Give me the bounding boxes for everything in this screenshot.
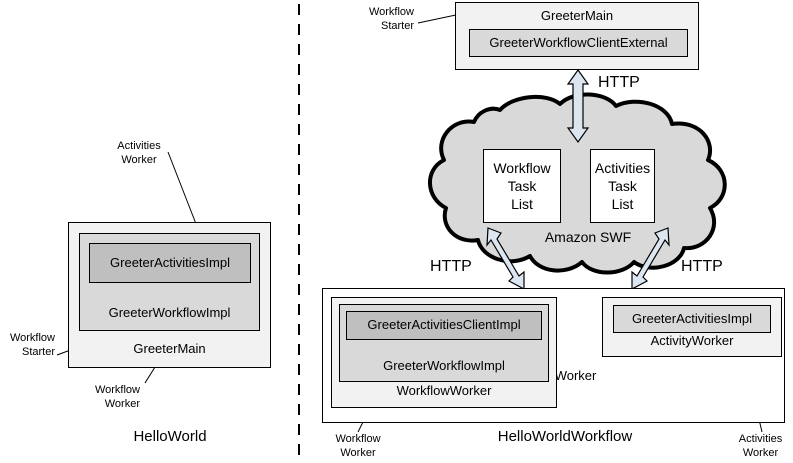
http-label-top: HTTP — [598, 74, 640, 91]
activities-task-list-line-1: Activities — [594, 159, 651, 176]
activities-task-list-line-2: Task — [608, 177, 637, 194]
left-greeterworkflowimpl-label: GreeterWorkflowImpl — [108, 305, 231, 321]
activities-task-list-line-3: List — [611, 196, 634, 213]
workflow-task-list-line-1: Workflow — [493, 159, 551, 176]
greeteractivitiesclientimpl-label: GreeterActivitiesClientImpl — [367, 317, 521, 333]
right-greeterworkflowimpl-label: GreeterWorkflowImpl — [383, 358, 505, 374]
callout-workflow-worker-right: Workflow Worker — [335, 433, 381, 459]
http-label-left: HTTP — [430, 258, 472, 275]
callout-workflow-starter-left: Workflow Starter — [9, 332, 55, 358]
right-greeteractivitiesimpl-label: GreeterActivitiesImpl — [632, 310, 752, 326]
callout-activities-worker-left: Activities Worker — [117, 140, 161, 166]
workflow-task-list-line-3: List — [511, 196, 533, 213]
activityworker-label: ActivityWorker — [650, 333, 734, 349]
left-greeteractivitiesimpl-box: GreeterActivitiesImpl — [89, 243, 251, 283]
right-greetermain-label: GreeterMain — [540, 8, 614, 23]
greeterworkflowclientexternal-box: GreeterWorkflowClientExternal — [469, 29, 688, 57]
workflow-task-list-line-2: Task — [507, 177, 537, 194]
caption-helloworld: HelloWorld — [133, 428, 207, 445]
http-arrow-vertical — [566, 68, 590, 144]
amazon-swf-label: Amazon SWF — [544, 229, 632, 245]
greeterworkflowclientexternal-label: GreeterWorkflowClientExternal — [489, 34, 668, 50]
amazon-swf-cloud — [428, 92, 727, 275]
activities-task-list-box: Activities Task List — [590, 149, 655, 223]
callout-workflow-starter-right: Workflow Starter — [368, 6, 414, 32]
workflowworker-label: WorkflowWorker — [396, 383, 492, 399]
callout-activities-worker-right: Activities Worker — [738, 433, 783, 459]
left-greetermain-label: GreeterMain — [133, 341, 206, 357]
workflow-task-list-box: Workflow Task List — [483, 149, 561, 223]
http-arrow-left — [486, 227, 525, 290]
right-greeteractivitiesimpl-box: GreeterActivitiesImpl — [613, 305, 771, 333]
http-label-right: HTTP — [681, 258, 723, 275]
callout-workflow-worker-left: Workflow Worker — [94, 384, 140, 410]
left-greeteractivitiesimpl-label: GreeterActivitiesImpl — [110, 254, 230, 270]
greeteractivitiesclientimpl-box: GreeterActivitiesClientImpl — [346, 311, 542, 340]
caption-helloworldworkflow: HelloWorldWorkflow — [497, 428, 633, 445]
